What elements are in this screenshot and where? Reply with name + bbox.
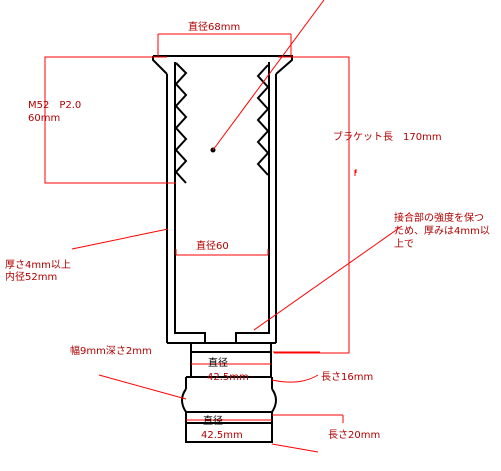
dim-base-length xyxy=(271,414,344,453)
dim-thread-length xyxy=(44,56,176,184)
label-joint-note-line3: 上で xyxy=(394,239,414,250)
label-neck-diameter: 直径 xyxy=(208,358,228,369)
thread-left xyxy=(174,62,188,184)
leader-top-diagonal xyxy=(212,0,325,151)
label-joint-note-line2: ため、厚みは4mm以 xyxy=(394,226,490,237)
leader-wall-thickness xyxy=(71,228,169,250)
part-outline xyxy=(152,55,293,443)
dim-inner-diameter xyxy=(175,249,269,256)
label-neck-diameter-value: 42.5mm xyxy=(207,372,249,383)
label-bracket-length: ブラケット長 170mm xyxy=(333,132,442,143)
label-base-length: 長さ20mm xyxy=(328,430,381,441)
dimension-lines xyxy=(44,0,403,453)
neck-step-sides xyxy=(185,377,273,389)
label-groove: 幅9mm深さ2mm xyxy=(70,346,152,357)
label-top-diameter: 直径68mm xyxy=(188,22,241,33)
base-body xyxy=(185,411,273,443)
dim-neck-length xyxy=(271,351,320,383)
label-thread-spec-line1: M52 P2.0 xyxy=(28,100,82,111)
label-neck-length: 長さ16mm xyxy=(321,372,374,383)
groove-right xyxy=(271,388,277,413)
label-joint-note-line1: 接合部の強度を保つ xyxy=(394,213,484,224)
label-thread-spec-line2: 60mm xyxy=(28,113,61,124)
label-inner-diameter: 直径60 xyxy=(196,241,229,252)
leader-joint xyxy=(253,169,403,331)
inner-wall-left xyxy=(174,62,206,342)
thread-right xyxy=(256,64,270,176)
inner-wall-right xyxy=(235,62,270,342)
label-base-diameter: 直径 xyxy=(203,416,223,427)
leader-groove xyxy=(98,374,187,400)
dim-bracket-length xyxy=(274,56,350,354)
dim-top-diameter xyxy=(157,33,292,56)
label-wall-thickness-line2: 内径52mm xyxy=(5,272,58,283)
thread-marks xyxy=(174,62,270,184)
label-base-diameter-value: 42.5mm xyxy=(201,430,243,441)
label-wall-thickness-line1: 厚さ4mm以上 xyxy=(5,260,71,271)
groove-left xyxy=(181,388,187,413)
